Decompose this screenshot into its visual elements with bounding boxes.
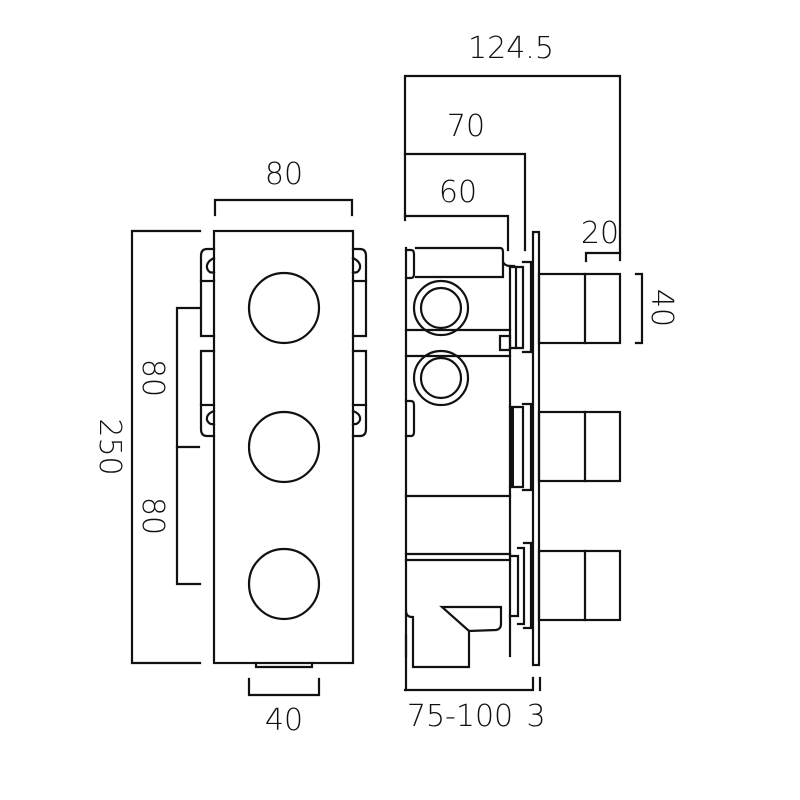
side-view [404, 230, 622, 692]
dim-handle-diameter-label: 40 [644, 289, 679, 327]
port-inner-bottom [419, 356, 463, 400]
dim-line-handle-diameter [634, 272, 644, 345]
front-view [199, 229, 368, 669]
dim-overall-label: 124.5 [468, 31, 554, 66]
bottom-outlet [254, 661, 314, 669]
cartridge-bottom [508, 554, 520, 618]
dim-line-wall-depth [403, 676, 535, 692]
side-dimensions: 124.5 70 60 20 40 75-100 3 [403, 31, 679, 734]
bracket-top-left [199, 247, 216, 338]
handle-middle [537, 410, 622, 483]
port-outer-top [412, 279, 470, 337]
port-outer-bottom [412, 349, 470, 407]
dim-plate-thickness-label: 3 [526, 699, 545, 734]
dim-line-outlet [247, 677, 321, 697]
dim-line-height [130, 229, 202, 665]
right-brackets [351, 247, 368, 438]
dim-spacing-bottom-label: 80 [135, 497, 170, 535]
small-tab [498, 334, 512, 352]
dim-line-overall [403, 74, 622, 262]
dim-line-body [403, 214, 510, 252]
dim-handle-length-label: 20 [581, 216, 619, 251]
front-dimensions: 80 250 80 80 40 [92, 157, 354, 738]
bracket-top-right [351, 247, 368, 338]
dim-width-label: 80 [265, 157, 303, 192]
dim-wall-depth-label: 75-100 [407, 699, 513, 734]
outlet-wedge [439, 605, 503, 633]
dim-line-handle-length [584, 251, 622, 263]
handle-bottom [537, 549, 622, 622]
handle-top [537, 272, 622, 345]
dim-spacing-top-label: 80 [135, 359, 170, 397]
top-housing [414, 246, 516, 268]
faceplate [212, 229, 355, 665]
dim-line-to-plate [403, 152, 527, 252]
mid-clip [404, 399, 416, 438]
dim-body-label: 60 [439, 175, 477, 210]
bottom-outlet-side [404, 609, 471, 669]
port-inner-top [419, 286, 463, 330]
dim-height-label: 250 [92, 418, 127, 475]
top-clip [404, 248, 416, 280]
bracket-bottom-left [199, 349, 216, 438]
dim-to-plate-label: 70 [447, 109, 485, 144]
dim-line-width [213, 198, 354, 217]
knob-bottom [247, 547, 321, 621]
left-brackets [199, 247, 216, 438]
knob-middle [247, 410, 321, 484]
bracket-bottom-right [351, 349, 368, 438]
knob-top [247, 271, 321, 345]
cartridge-middle [508, 405, 525, 489]
dim-outlet-label: 40 [265, 703, 303, 738]
